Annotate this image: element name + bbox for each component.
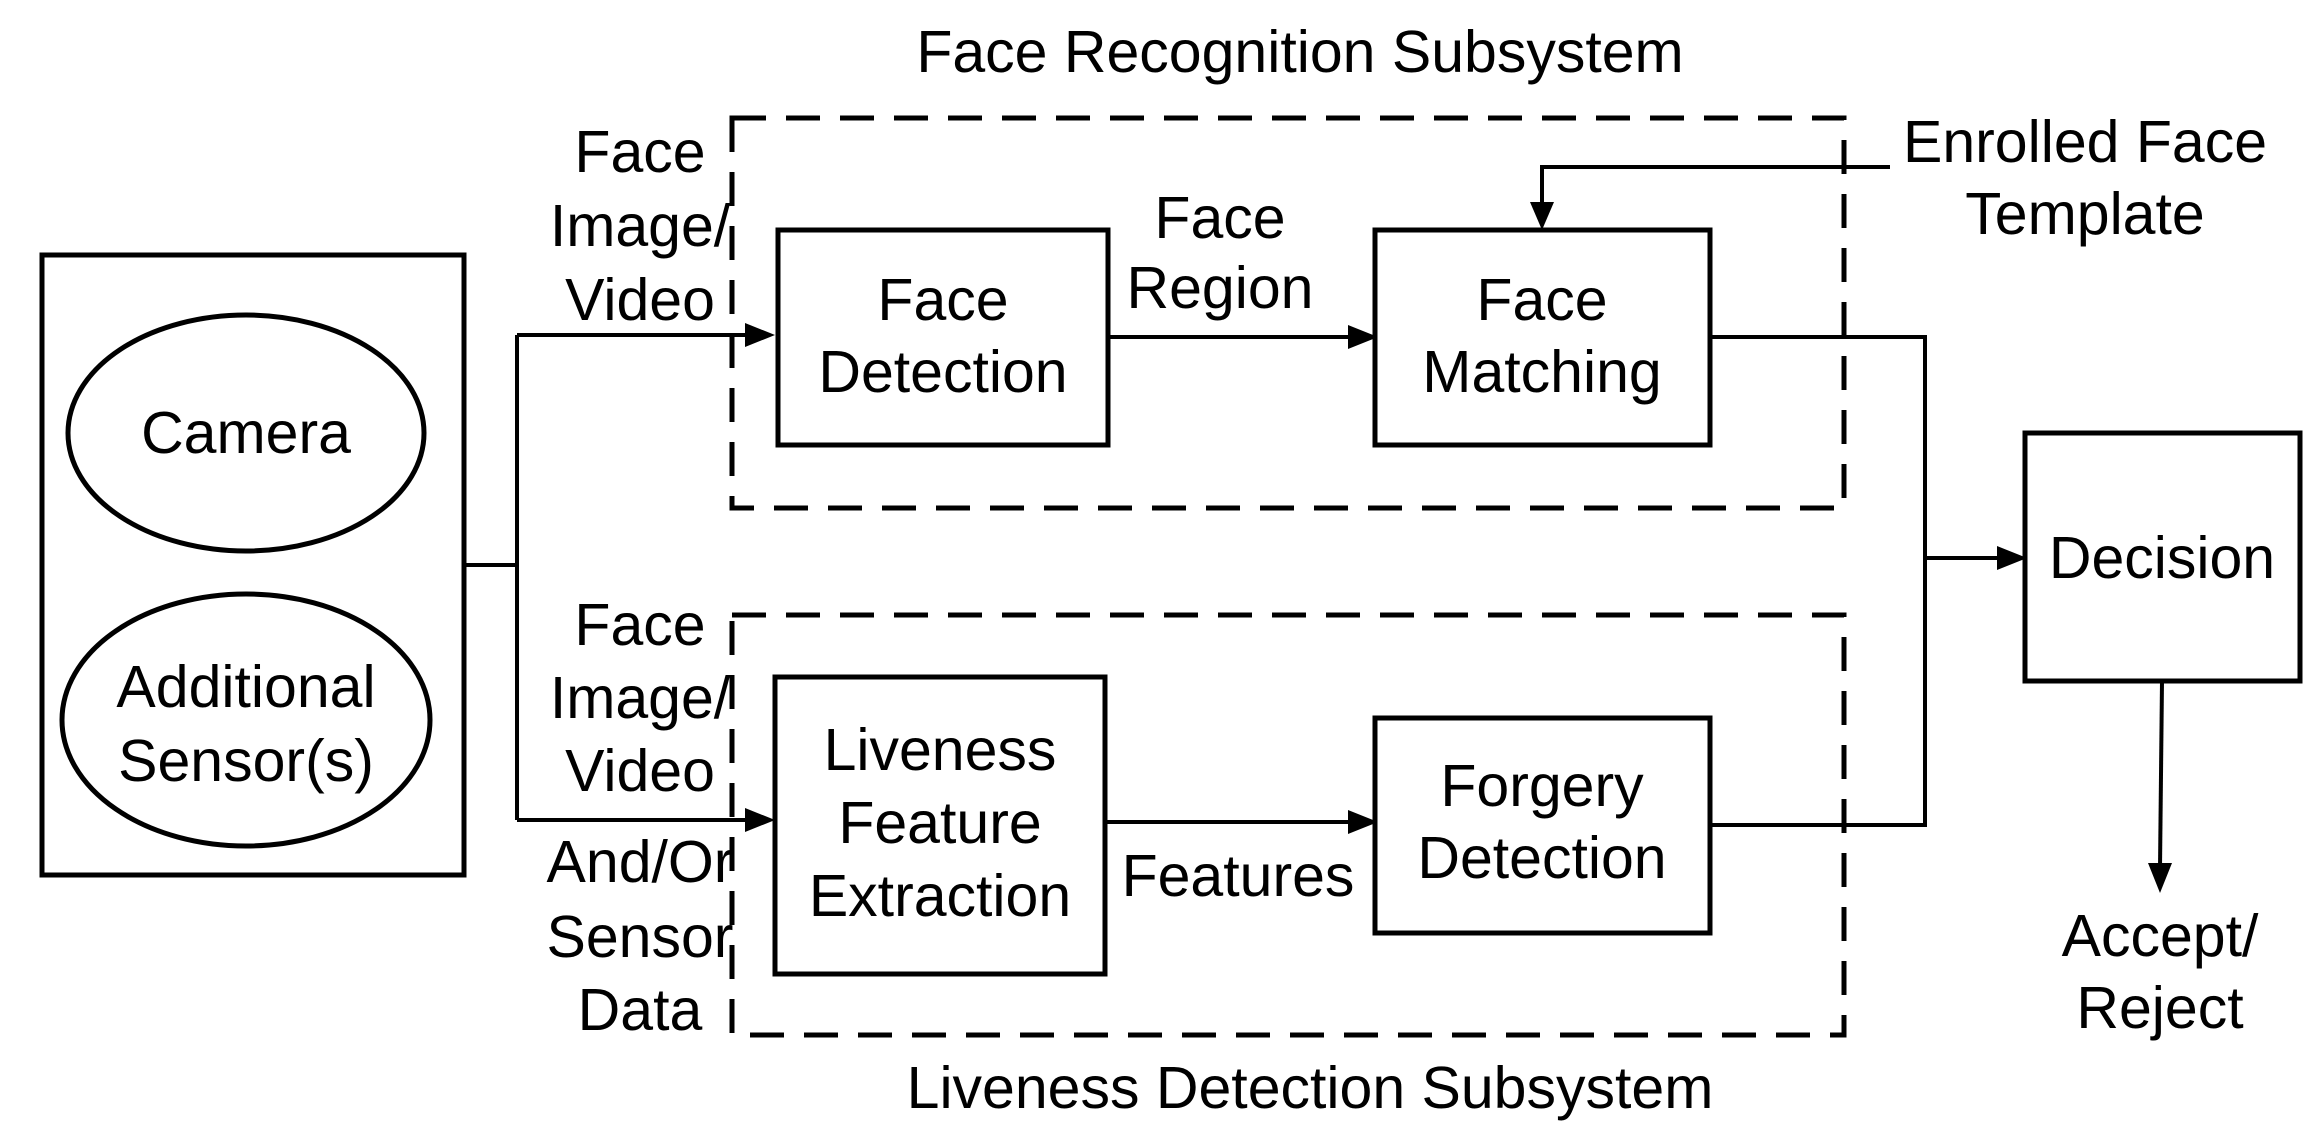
top-input-arrowhead	[745, 323, 775, 347]
additional-sensors-label-2: Sensor(s)	[118, 728, 374, 794]
liveness-extraction-label-2: Feature	[838, 790, 1041, 856]
accept-reject-label-2: Reject	[2076, 975, 2243, 1041]
enrolled-template-line	[1540, 165, 1890, 206]
liveness-extraction-label-1: Liveness	[824, 717, 1057, 783]
additional-sensors-node	[59, 591, 433, 849]
face-matching-label-1: Face	[1476, 267, 1607, 333]
bottom-input-label-3: Video	[565, 738, 715, 804]
additional-sensors-label: Additional	[116, 654, 375, 720]
face-region-arrowhead	[1348, 325, 1378, 349]
liveness-extraction-label-3: Extraction	[809, 863, 1071, 929]
face-detection-label-1: Face	[877, 267, 1008, 333]
enrolled-template-label-2: Template	[1965, 181, 2204, 247]
features-arrowhead	[1348, 810, 1378, 834]
forgery-detection-block	[1372, 715, 1713, 936]
face-recognition-subsystem-title: Face Recognition Subsystem	[916, 19, 1683, 85]
decision-output-arrowhead	[2148, 863, 2172, 893]
features-label: Features	[1122, 843, 1355, 909]
bottom-input-extra-2: Sensor	[547, 904, 734, 970]
face-detection-label-2: Detection	[818, 339, 1067, 405]
bottom-input-label-2: Image/	[550, 665, 731, 731]
bottom-input-extra-1: And/Or	[547, 829, 734, 895]
decision-output-line	[2158, 680, 2164, 869]
bottom-input-extra-3: Data	[578, 977, 703, 1043]
top-input-label-2: Image/	[550, 193, 731, 259]
top-input-label-3: Video	[565, 267, 715, 333]
face-matching-block	[1372, 227, 1713, 448]
face-region-label-1: Face	[1154, 185, 1285, 251]
face-recognition-subsystem-boundary	[729, 115, 1847, 511]
decision-block	[2022, 430, 2303, 684]
face-detection-block	[775, 227, 1111, 448]
liveness-feature-extraction-block	[772, 674, 1108, 977]
face-matching-label-2: Matching	[1422, 339, 1661, 405]
enrolled-template-arrowhead	[1530, 202, 1554, 230]
camera-label: Camera	[141, 400, 351, 466]
decision-input-arrowhead	[1997, 546, 2027, 570]
matching-output-line	[1710, 335, 1927, 558]
enrolled-template-label-1: Enrolled Face	[1903, 109, 2267, 175]
top-input-label-1: Face	[574, 119, 705, 185]
forgery-detection-label-1: Forgery	[1440, 753, 1644, 819]
camera-node	[65, 312, 427, 554]
face-region-label-2: Region	[1127, 255, 1314, 321]
accept-reject-label-1: Accept/	[2062, 903, 2259, 969]
liveness-detection-subsystem-title: Liveness Detection Subsystem	[907, 1055, 1714, 1121]
bottom-input-label-1: Face	[574, 592, 705, 658]
forgery-detection-label-2: Detection	[1417, 825, 1666, 891]
forgery-output-line	[1710, 558, 1927, 827]
decision-label: Decision	[2049, 525, 2275, 591]
bottom-input-arrowhead	[745, 808, 775, 832]
